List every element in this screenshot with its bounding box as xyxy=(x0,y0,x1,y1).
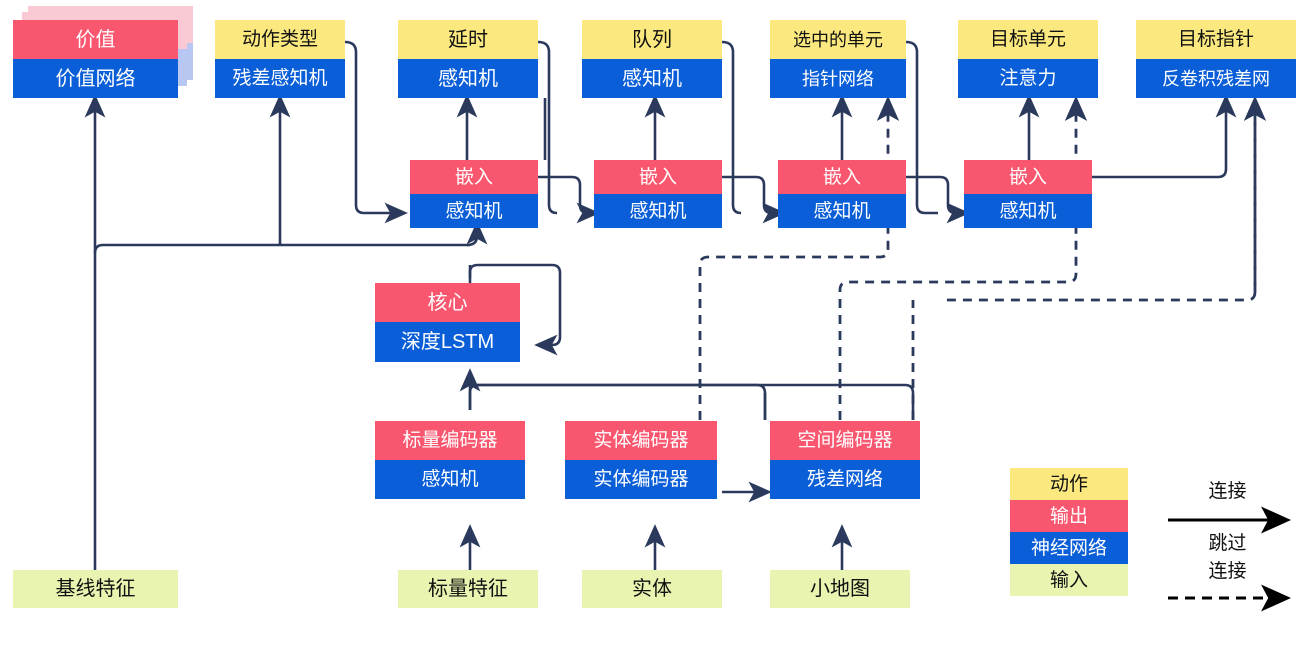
node-value[interactable]: 价值 价值网络 xyxy=(13,20,178,98)
node-delay-bottom-label: 感知机 xyxy=(398,59,538,98)
node-target-unit-top-label: 目标单元 xyxy=(958,20,1098,59)
node-selected-units-top-label: 选中的单元 xyxy=(770,20,906,59)
node-spatial-encoder-top-label: 空间编码器 xyxy=(770,421,920,460)
node-embed-1[interactable]: 嵌入 感知机 xyxy=(410,160,538,228)
legend-item-output: 输出 xyxy=(1010,500,1128,532)
node-entity-encoder[interactable]: 实体编码器 实体编码器 xyxy=(565,421,717,499)
legend-connection-label: 连接 xyxy=(1208,481,1247,502)
node-value-top-label: 价值 xyxy=(13,20,178,59)
node-scalar-encoder-bottom-label: 感知机 xyxy=(375,460,525,499)
input-baseline-features[interactable]: 基线特征 xyxy=(13,570,178,608)
node-embed-2-bottom-label: 感知机 xyxy=(594,194,722,228)
node-embed-3-bottom-label: 感知机 xyxy=(778,194,906,228)
node-action-type-bottom-label: 残差感知机 xyxy=(215,59,345,98)
node-spatial-encoder[interactable]: 空间编码器 残差网络 xyxy=(770,421,920,499)
legend-item-neural-network: 神经网络 xyxy=(1010,532,1128,564)
input-scalar-features[interactable]: 标量特征 xyxy=(398,570,538,608)
node-embed-4[interactable]: 嵌入 感知机 xyxy=(964,160,1092,228)
node-selected-units[interactable]: 选中的单元 指针网络 xyxy=(770,20,906,98)
node-embed-4-bottom-label: 感知机 xyxy=(964,194,1092,228)
node-queue[interactable]: 队列 感知机 xyxy=(582,20,722,98)
node-selected-units-bottom-label: 指针网络 xyxy=(770,59,906,98)
node-entity-encoder-bottom-label: 实体编码器 xyxy=(565,460,717,499)
node-embed-3-top-label: 嵌入 xyxy=(778,160,906,194)
node-embed-4-top-label: 嵌入 xyxy=(964,160,1092,194)
node-embed-2-top-label: 嵌入 xyxy=(594,160,722,194)
node-delay-top-label: 延时 xyxy=(398,20,538,59)
node-queue-top-label: 队列 xyxy=(582,20,722,59)
input-entities[interactable]: 实体 xyxy=(582,570,722,608)
node-scalar-encoder-top-label: 标量编码器 xyxy=(375,421,525,460)
node-target-point[interactable]: 目标指针 反卷积残差网 xyxy=(1136,20,1296,98)
node-core[interactable]: 核心 深度LSTM xyxy=(375,283,520,362)
node-embed-1-top-label: 嵌入 xyxy=(410,160,538,194)
node-target-unit-bottom-label: 注意力 xyxy=(958,59,1098,98)
node-target-point-bottom-label: 反卷积残差网 xyxy=(1136,59,1296,98)
node-core-bottom-label: 深度LSTM xyxy=(375,322,520,362)
node-queue-bottom-label: 感知机 xyxy=(582,59,722,98)
node-entity-encoder-top-label: 实体编码器 xyxy=(565,421,717,460)
node-embed-1-bottom-label: 感知机 xyxy=(410,194,538,228)
legend-item-input: 输入 xyxy=(1010,564,1128,596)
node-embed-3[interactable]: 嵌入 感知机 xyxy=(778,160,906,228)
node-scalar-encoder[interactable]: 标量编码器 感知机 xyxy=(375,421,525,499)
legend-item-action: 动作 xyxy=(1010,468,1128,500)
node-action-type-top-label: 动作类型 xyxy=(215,20,345,59)
legend-skip-connection-label-line2: 连接 xyxy=(1208,561,1247,582)
node-target-point-top-label: 目标指针 xyxy=(1136,20,1296,59)
node-delay[interactable]: 延时 感知机 xyxy=(398,20,538,98)
node-embed-2[interactable]: 嵌入 感知机 xyxy=(594,160,722,228)
legend-skip-connection-label-line1: 跳过 xyxy=(1208,533,1247,554)
node-spatial-encoder-bottom-label: 残差网络 xyxy=(770,460,920,499)
node-value-bottom-label: 价值网络 xyxy=(13,59,178,98)
input-minimap[interactable]: 小地图 xyxy=(770,570,910,608)
node-action-type[interactable]: 动作类型 残差感知机 xyxy=(215,20,345,98)
node-core-top-label: 核心 xyxy=(375,283,520,322)
node-target-unit[interactable]: 目标单元 注意力 xyxy=(958,20,1098,98)
legend-color-stack: 动作 输出 神经网络 输入 xyxy=(1010,468,1128,596)
legend-arrow-group: 连接 跳过 连接 xyxy=(1160,476,1295,600)
